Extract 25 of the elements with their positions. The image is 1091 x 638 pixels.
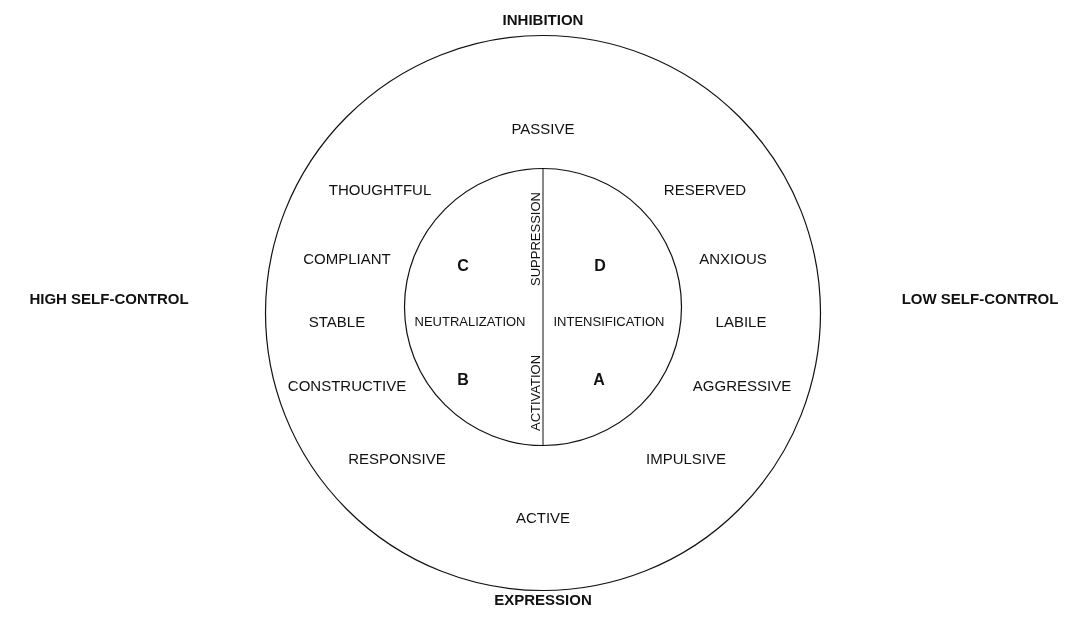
trait-label: ACTIVATION xyxy=(528,354,542,432)
trait-label: RESERVED xyxy=(663,181,747,197)
trait-label: INTENSIFICATION xyxy=(553,314,665,328)
trait-label: RESPONSIVE xyxy=(348,450,446,466)
trait-label: AGGRESSIVE xyxy=(692,377,792,393)
trait-label: LABILE xyxy=(715,313,767,329)
circle-region xyxy=(265,35,821,591)
trait-label: ANXIOUS xyxy=(699,250,767,266)
trait-label: COMPLIANT xyxy=(303,250,391,266)
axis-label: INHIBITION xyxy=(502,11,584,27)
trait-label: PASSIVE xyxy=(511,120,575,136)
quadrant-letter: B xyxy=(457,372,469,388)
quadrant-letter: C xyxy=(457,258,469,274)
trait-label: THOUGHTFUL xyxy=(328,181,432,197)
trait-label: NEUTRALIZATION xyxy=(414,314,526,328)
trait-label: IMPULSIVE xyxy=(646,450,726,466)
quadrant-letter: A xyxy=(593,372,605,388)
trait-label: CONSTRUCTIVE xyxy=(287,377,407,393)
trait-label: SUPPRESSION xyxy=(528,192,542,286)
axis-label: LOW SELF-CONTROL xyxy=(901,290,1059,306)
axis-label: HIGH SELF-CONTROL xyxy=(29,290,189,306)
trait-label: STABLE xyxy=(308,313,366,329)
axis-label: EXPRESSION xyxy=(494,591,592,607)
quadrant-letter: D xyxy=(594,258,606,274)
trait-label: ACTIVE xyxy=(515,509,571,525)
